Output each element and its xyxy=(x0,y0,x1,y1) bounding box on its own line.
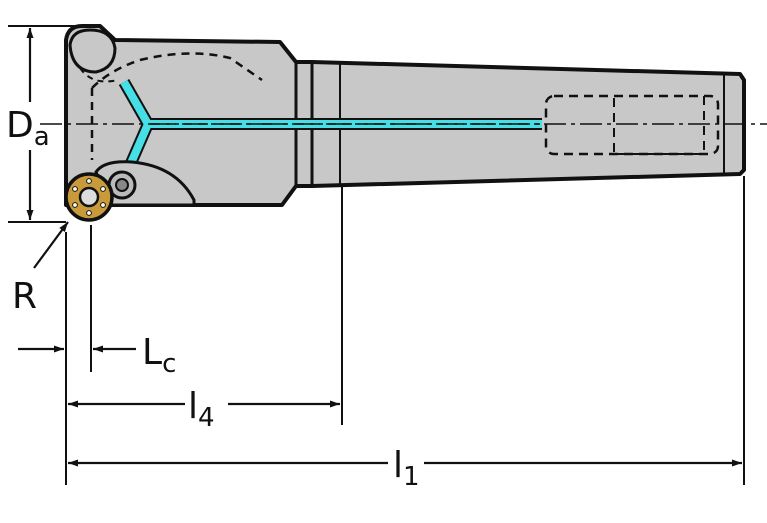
l4-label: l4 xyxy=(188,386,215,433)
head-top-ball-hidden xyxy=(79,67,119,83)
lc-label: Lc xyxy=(142,332,176,379)
insert-mark xyxy=(100,202,106,208)
insert-mark xyxy=(100,186,106,192)
tool-body xyxy=(64,24,746,210)
insert-mark xyxy=(86,178,92,184)
radius-label: R xyxy=(12,276,37,317)
da-label: Da xyxy=(6,105,50,152)
insert-mark xyxy=(72,202,78,208)
insert-mark xyxy=(72,186,78,192)
round-insert-hole xyxy=(78,186,100,208)
radius-leader xyxy=(33,221,69,269)
insert-mark xyxy=(86,210,92,216)
bore-inner-hidden-outline xyxy=(613,95,705,155)
head-top-ball xyxy=(68,28,117,74)
l1-label: l1 xyxy=(393,445,420,492)
insert-screw-center xyxy=(115,178,129,192)
